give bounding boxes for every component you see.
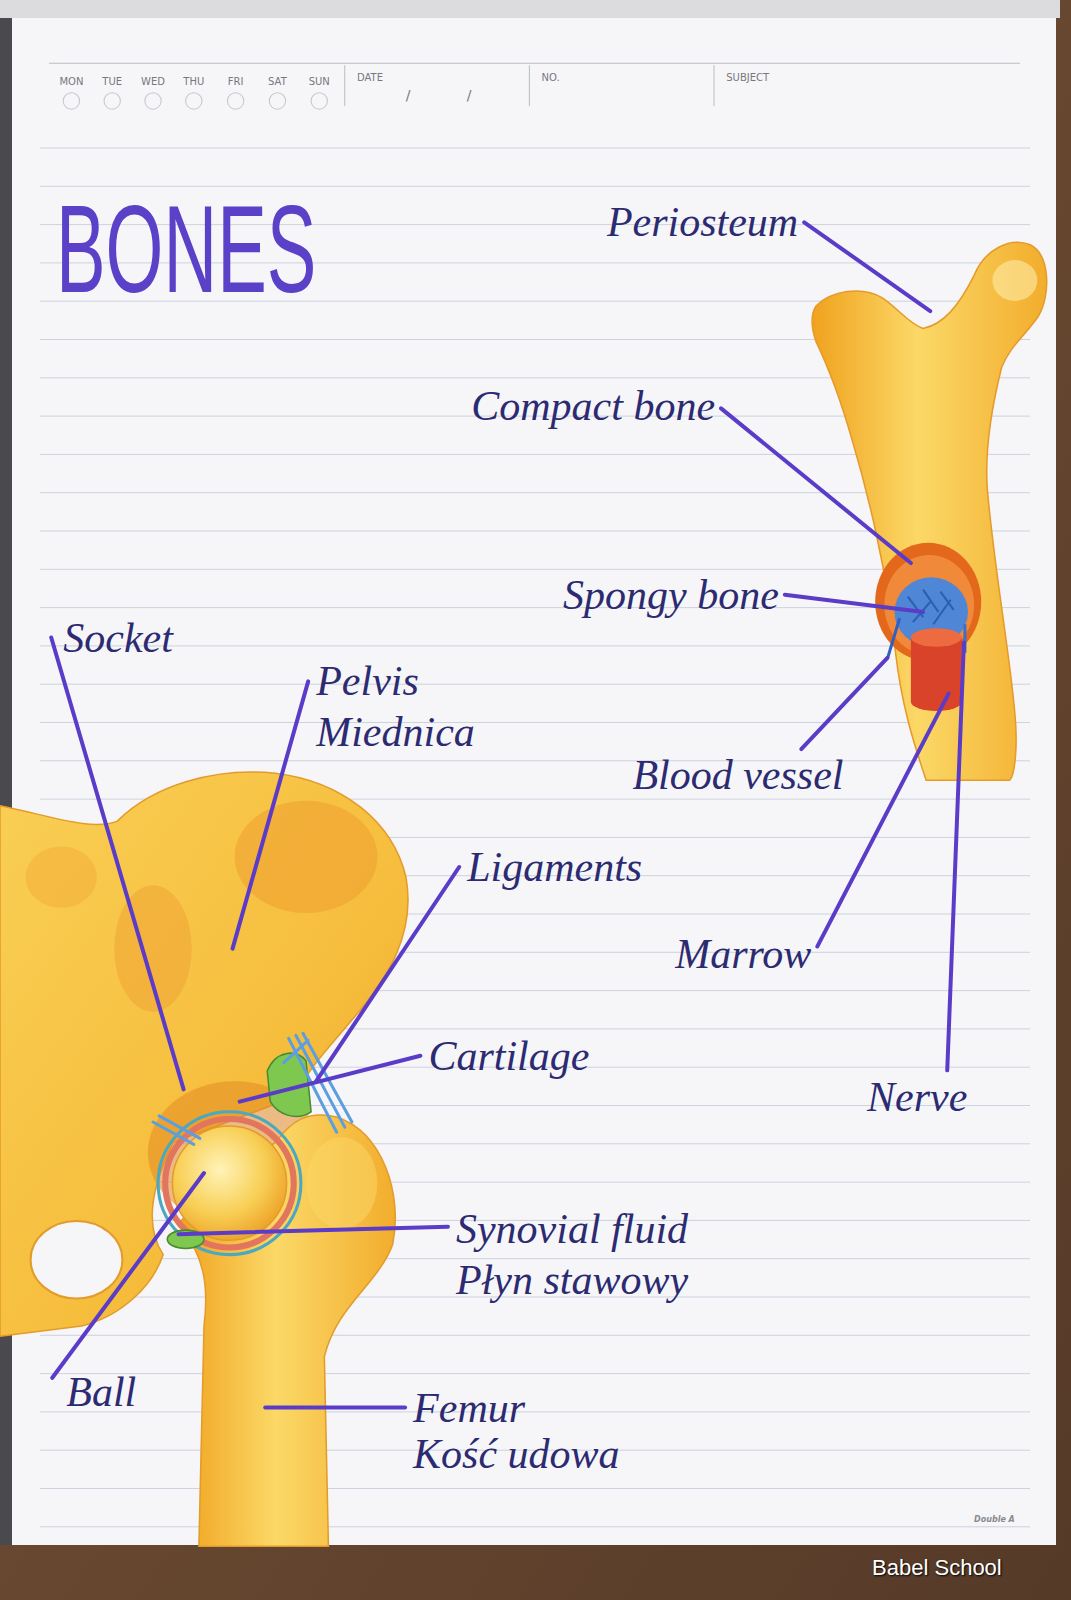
spongy-texture <box>908 590 954 625</box>
field-name: SUBJECT <box>726 72 769 84</box>
compact-bone-inner <box>884 555 974 655</box>
notebook-page <box>12 18 1056 1545</box>
texture <box>940 592 953 610</box>
leader-line <box>51 638 183 1090</box>
day-circle <box>63 93 79 109</box>
day-circles <box>63 93 327 109</box>
day-circle <box>269 93 285 109</box>
ruled-line <box>40 645 1030 646</box>
day-name: TUE <box>102 76 122 88</box>
header-divider <box>529 65 530 106</box>
shading <box>114 885 192 1011</box>
page-title: BONES <box>56 187 316 311</box>
spongy-bone <box>895 577 968 646</box>
leader-line <box>804 222 930 311</box>
shading <box>235 801 378 913</box>
part-label: Socket <box>63 613 173 661</box>
part-label: Nerve <box>867 1072 967 1120</box>
ruled-line <box>40 1411 1030 1412</box>
part-label: Blood vessel <box>632 751 843 799</box>
part-label: Pelvis <box>316 657 419 705</box>
ruled-line <box>40 684 1030 685</box>
ruled-line <box>40 148 1030 149</box>
header-line <box>49 63 1020 64</box>
leader-line <box>179 1227 448 1235</box>
part-translation: Płyn stawowy <box>456 1256 688 1304</box>
leader-line <box>947 643 964 1071</box>
part-label: Periosteum <box>607 198 798 246</box>
background-strip <box>0 0 1060 18</box>
part-label: Femur <box>413 1383 525 1431</box>
leader-line <box>801 658 887 749</box>
day-name: THU <box>183 76 204 88</box>
highlight <box>992 260 1037 301</box>
part-label: Compact bone <box>471 382 715 430</box>
brand-mark: Double A <box>974 1515 1015 1525</box>
day-name: SAT <box>268 76 287 88</box>
ruled-line <box>40 760 1030 761</box>
part-label: Ligaments <box>467 843 642 891</box>
day-circle <box>145 93 161 109</box>
ruled-line <box>40 1526 1030 1527</box>
day-circle <box>311 93 327 109</box>
field-name: DATE <box>357 72 383 84</box>
part-label: Cartilage <box>428 1032 589 1080</box>
day-circle <box>104 93 120 109</box>
day-name: SUN <box>309 76 330 88</box>
pelvis-opening <box>31 1221 123 1299</box>
header-divider <box>713 65 714 106</box>
field-name: NO. <box>542 72 560 84</box>
date-separator: / <box>406 86 411 103</box>
shading <box>26 847 97 908</box>
watermark: Babel School <box>872 1555 1002 1581</box>
leader-lines <box>51 222 964 1407</box>
ligament <box>159 1116 200 1138</box>
ruled-line <box>40 1488 1030 1489</box>
ruled-line <box>40 1335 1030 1336</box>
leader-line <box>52 1173 204 1378</box>
ruled-line <box>40 1373 1030 1374</box>
day-name: WED <box>141 76 165 88</box>
part-translation: Miednica <box>316 708 475 756</box>
leader-line <box>240 1056 421 1102</box>
hip-illustration <box>0 772 408 1546</box>
date-separator: / <box>467 86 472 103</box>
texture <box>933 600 950 624</box>
part-label: Marrow <box>675 930 811 978</box>
leader-line <box>265 1406 405 1410</box>
header-divider <box>344 65 345 106</box>
day-name: MON <box>59 76 83 88</box>
day-circle <box>227 93 243 109</box>
part-label: Ball <box>66 1368 136 1416</box>
part-label: Synovial fluid <box>456 1205 688 1253</box>
ligament <box>284 1040 308 1062</box>
header <box>49 63 1020 109</box>
leader-line <box>785 595 923 612</box>
leader-line <box>233 681 309 948</box>
ruled-line <box>40 569 1030 570</box>
highlight <box>306 1137 377 1229</box>
part-translation: Kość udowa <box>413 1429 620 1477</box>
part-label: Spongy bone <box>563 571 779 619</box>
ruled-line <box>40 722 1030 723</box>
leader-line <box>721 408 911 563</box>
blood-vessel <box>887 618 899 659</box>
day-name: FRI <box>228 76 244 88</box>
leader-line <box>817 694 948 947</box>
marrow <box>911 638 962 711</box>
marrow-top <box>911 628 962 646</box>
day-circle <box>186 93 202 109</box>
